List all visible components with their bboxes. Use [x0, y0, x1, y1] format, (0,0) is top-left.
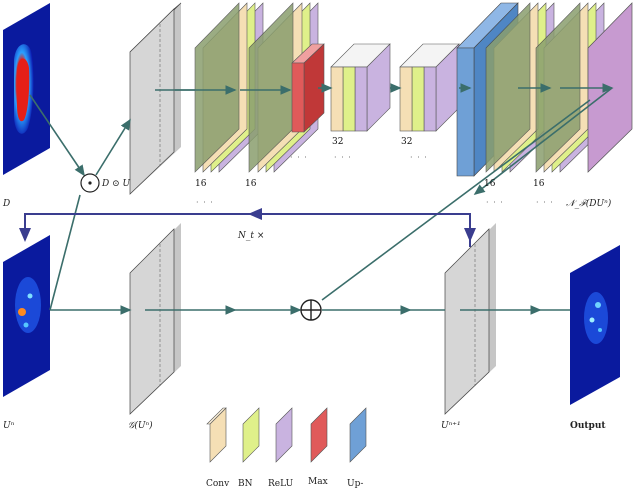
- legend-label-conv: Conv: [206, 479, 230, 488]
- label-d: D: [2, 199, 10, 209]
- legend-item-bn: BN: [238, 407, 260, 488]
- channel-count-16-c: 16: [484, 179, 496, 189]
- channel-count-32-b: 32: [401, 137, 412, 147]
- label-un: Uⁿ: [3, 421, 15, 431]
- conv-block-32-b: [399, 43, 460, 132]
- oplus-icon: [300, 299, 322, 321]
- conv-block-32-a: [330, 43, 391, 132]
- panel-g-un: [129, 223, 181, 415]
- ellipsis-1: · · ·: [290, 153, 308, 162]
- maxpool-block: [291, 43, 325, 133]
- label-d-odot-u: D ⊙ U: [101, 179, 130, 189]
- legend-label-up: Up-: [347, 479, 363, 488]
- legend-item-conv: Conv: [206, 407, 230, 488]
- ellipsis-6: · · ·: [536, 198, 554, 207]
- legend-item-up: Up-: [347, 407, 367, 488]
- label-g-un: 𝒢(Uⁿ): [128, 420, 153, 431]
- ellipsis-4: · · ·: [196, 198, 214, 207]
- ellipsis-5: · · ·: [486, 198, 504, 207]
- input-d-image: [3, 3, 50, 175]
- output-image: [570, 245, 620, 405]
- label-un1: Uⁿ⁺¹: [441, 421, 461, 431]
- legend-label-relu: ReLU: [268, 479, 294, 488]
- channel-count-16-b: 16: [245, 179, 257, 189]
- label-output: Output: [570, 421, 606, 431]
- odot-icon: [80, 173, 100, 193]
- panel-upper-gray: [129, 2, 182, 195]
- data-flow-arrows: [29, 83, 614, 315]
- label-nf-du: 𝒩_ℱ(DUⁿ): [566, 198, 612, 209]
- ellipsis-2: · · ·: [334, 153, 352, 162]
- panel-un1: [444, 223, 496, 415]
- un-image: [3, 235, 50, 397]
- legend-label-max: Max: [308, 477, 328, 487]
- ellipsis-3: · · ·: [410, 153, 428, 162]
- channel-count-32-a: 32: [332, 137, 343, 147]
- legend-label-bn: BN: [238, 479, 253, 488]
- channel-count-16-a: 16: [195, 179, 207, 189]
- legend: Conv BN ReLU Max Up-: [206, 407, 367, 488]
- label-nt-times: N_t ×: [237, 231, 264, 241]
- legend-item-max: Max: [308, 407, 328, 487]
- legend-item-relu: ReLU: [268, 407, 294, 488]
- channel-count-16-d: 16: [533, 179, 545, 189]
- iteration-loop-arrow: [19, 208, 476, 247]
